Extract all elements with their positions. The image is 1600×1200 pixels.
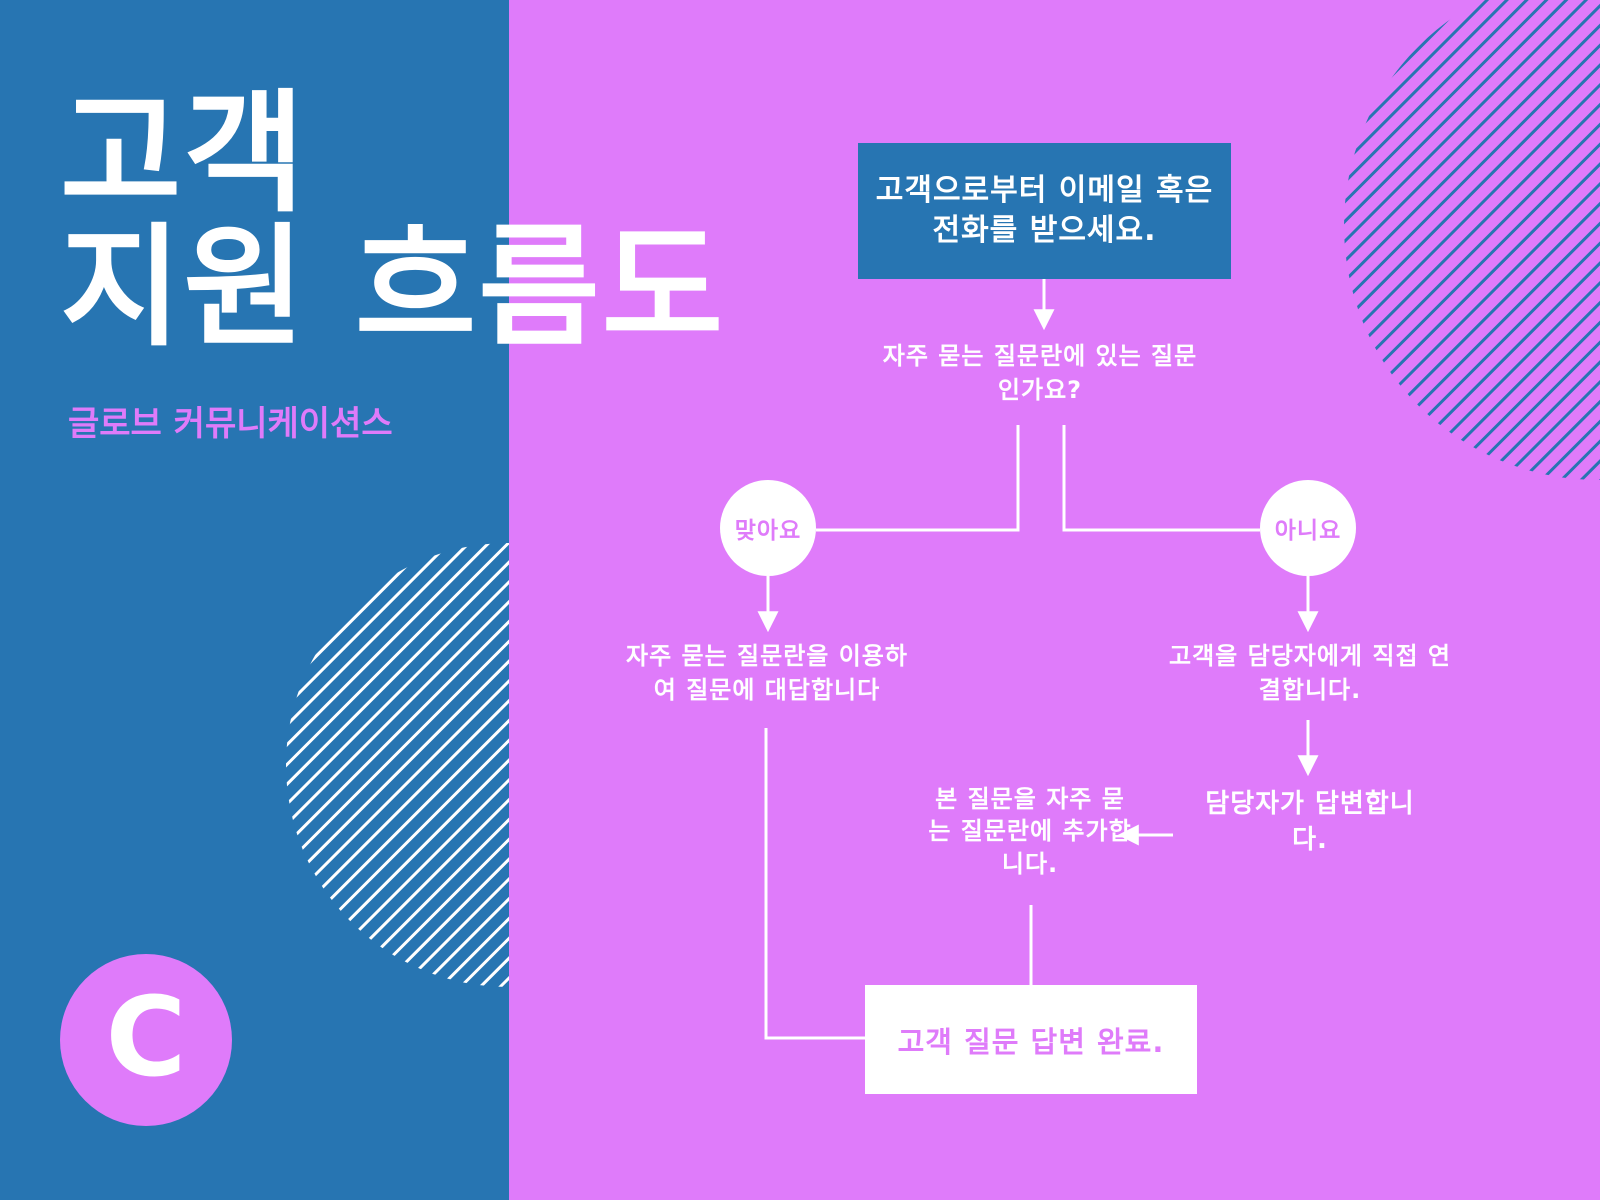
yes-choice-label: 맞아요 xyxy=(734,518,802,544)
flow-start-text: 고객으로부터 이메일 혹은 전화를 받으세요. xyxy=(875,172,1214,249)
flow-start-box: 고객으로부터 이메일 혹은 전화를 받으세요. xyxy=(858,143,1231,279)
company-name: 글로브 커뮤니케이션스 xyxy=(68,404,393,444)
page-title-line-1: 고객 xyxy=(60,77,307,231)
logo-badge: C xyxy=(60,954,232,1126)
flow-end-box: 고객 질문 답변 완료. xyxy=(865,985,1197,1094)
flow-no-action: 고객을 담당자에게 직접 연결합니다. xyxy=(1169,642,1451,704)
no-choice-circle: 아니요 xyxy=(1260,480,1356,576)
flow-agent-answer: 담당자가 답변합니다. xyxy=(1205,789,1415,856)
page-title-line-2: 지원 흐름도 xyxy=(60,211,726,365)
flow-yes-action: 자주 묻는 질문란을 이용하여 질문에 대답합니다 xyxy=(626,642,908,704)
no-choice-label: 아니요 xyxy=(1274,518,1342,544)
logo-letter: C xyxy=(105,973,187,1101)
yes-choice-circle: 맞아요 xyxy=(720,480,816,576)
flow-end-text: 고객 질문 답변 완료. xyxy=(897,1024,1165,1059)
flow-question: 자주 묻는 질문란에 있는 질문인가요? xyxy=(882,342,1198,404)
flow-add-to-faq: 본 질문을 자주 묻는 질문란에 추가합니다. xyxy=(928,785,1132,878)
